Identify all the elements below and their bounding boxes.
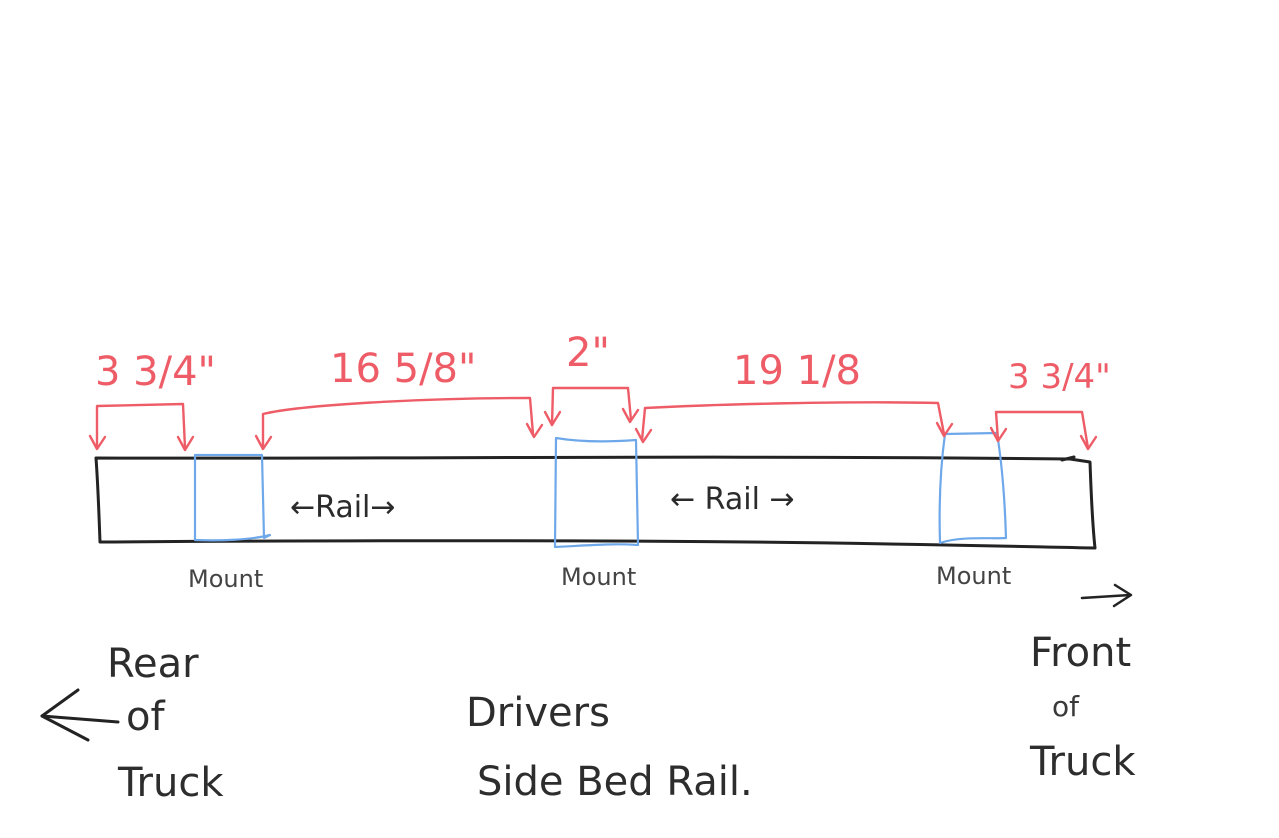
dimension-rear-end <box>88 402 195 452</box>
dimension-front-end <box>989 410 1098 451</box>
mount-rear <box>193 453 272 542</box>
dimension-front-span <box>634 401 954 444</box>
mount-label-front: Mount <box>936 562 1011 590</box>
front-label-line2: of <box>1052 690 1080 723</box>
dimension-label-front-span: 19 1/8 <box>733 348 861 394</box>
mount-label-rear: Mount <box>188 565 263 593</box>
rail-end-tick <box>1060 455 1076 462</box>
front-label-line3: Truck <box>1029 739 1136 785</box>
rear-label-line2: of <box>126 694 165 740</box>
mount-label-middle: Mount <box>561 563 636 591</box>
mount-middle <box>553 436 640 549</box>
dimension-rear-span <box>254 396 544 451</box>
rear-label-line3: Truck <box>117 760 224 806</box>
mount-front <box>938 431 1008 545</box>
caption-line1: Drivers <box>466 690 610 736</box>
dimension-label-front-end: 3 3/4" <box>1008 357 1111 397</box>
dimension-label-rear-span: 16 5/8" <box>330 346 476 392</box>
rail-label-front: ← Rail → <box>670 482 795 517</box>
dimension-middle-mount <box>543 386 640 427</box>
dimension-label-middle-mount: 2" <box>566 330 610 376</box>
rail-label-rear: ←Rail→ <box>290 490 396 525</box>
arrow-right-icon <box>1080 583 1133 608</box>
dimension-label-rear-end: 3 3/4" <box>95 349 216 395</box>
caption-line2: Side Bed Rail. <box>477 759 753 805</box>
bed-rail-outline <box>94 455 1097 550</box>
front-label-line1: Front <box>1030 630 1131 676</box>
rear-label-line1: Rear <box>107 641 199 687</box>
arrow-left-icon <box>40 688 120 742</box>
